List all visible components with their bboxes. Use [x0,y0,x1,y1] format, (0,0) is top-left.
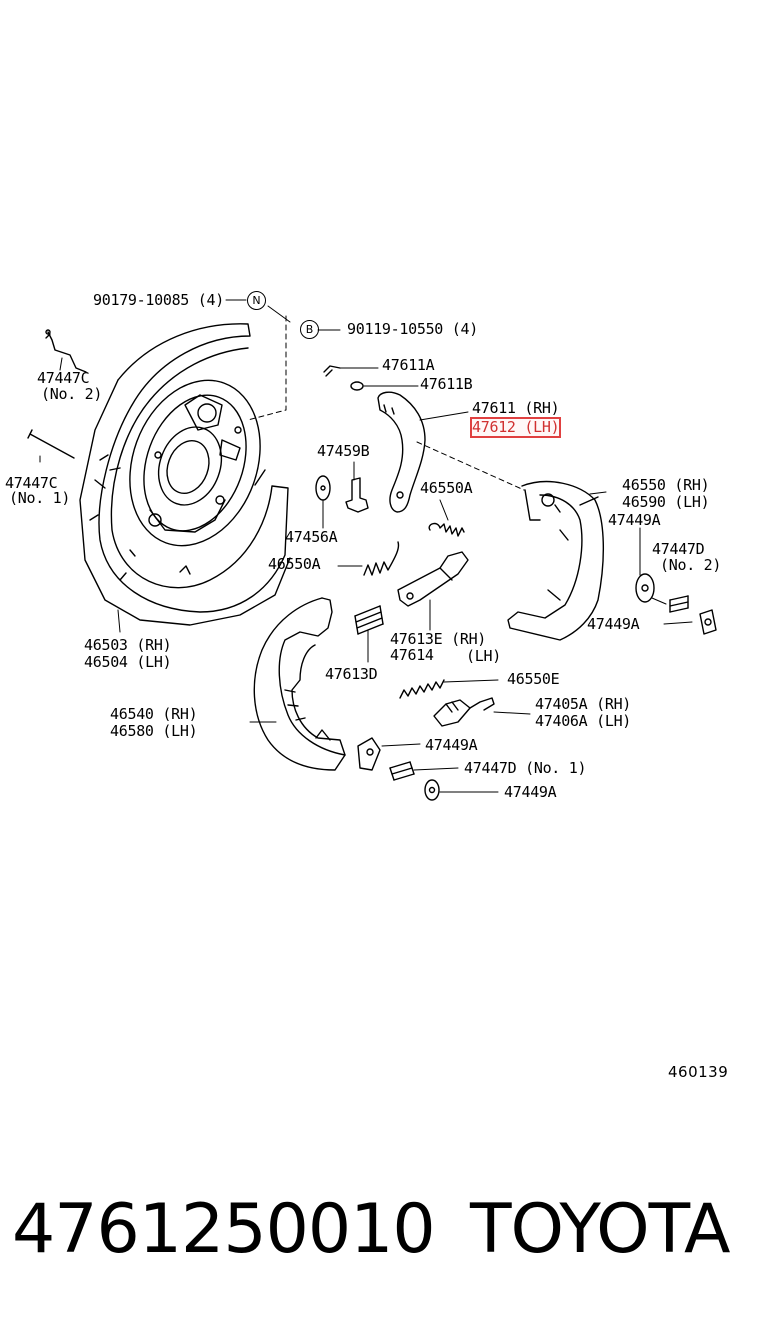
spring-47447d-no1-drawing [389,761,415,781]
retainer-47449a-lower2-drawing [424,779,440,801]
label-47456a: 47456A [285,528,338,546]
label-47611-rh: 47611 (RH) [472,399,560,417]
label-47613e-rh: 47613E (RH) [390,630,487,648]
clip-47447c-no2-drawing [45,329,87,373]
washer-47456a-drawing [315,475,331,501]
brake-shoe-46550-drawing [507,480,605,641]
retainer-47449a-right-drawing [699,609,717,635]
pin-47459b-drawing [345,477,369,513]
label-47613d: 47613D [325,665,378,683]
spring-47613d-drawing [354,605,384,635]
pin-47447c-no1-drawing [27,429,75,459]
label-47406a-lh: 47406A (LH) [535,712,632,730]
washer-47611b-drawing [350,381,364,391]
label-47449a-right: 47449A [587,615,640,633]
label-47459b: 47459B [317,442,370,460]
footer-brand: TOYOTA [470,1190,730,1269]
adjuster-47405a-drawing [433,697,495,727]
spring-46550a-upper-drawing [428,522,465,537]
marker-n-circle: N [247,291,266,310]
label-47611b: 47611B [420,375,473,393]
label-47611a: 47611A [382,356,435,374]
label-47447c-no2: 47447C [37,369,90,387]
label-90119-10550: 90119-10550 (4) [347,320,478,338]
label-47447c-no1: 47447C [5,474,58,492]
label-47612-lh-highlighted[interactable]: 47612 (LH) [469,417,562,438]
label-46550a-lower: 46550A [268,555,321,573]
backing-plate-drawing [79,323,291,626]
label-47614-lh: (LH) [466,647,501,665]
adjuster-spring-46550e-drawing [399,679,445,699]
strut-47613e-drawing [397,551,469,607]
label-90179-10085: 90179-10085 (4) [93,291,224,309]
label-47405a-rh: 47405A (RH) [535,695,632,713]
spring-46550a-lower-drawing [363,541,400,576]
diagram-reference-number: 460139 [668,1063,729,1081]
spring-47447d-no2-drawing [669,595,689,613]
c-washer-47611a-drawing [323,365,341,377]
label-47614: 47614 [390,646,434,664]
brake-shoe-46540-drawing [253,597,346,771]
parking-brake-lever-drawing [377,391,426,513]
leader-lines [39,299,693,793]
label-46504-lh: 46504 (LH) [84,653,172,671]
label-46590-lh: 46590 (LH) [622,493,710,511]
label-46540-rh: 46540 (RH) [110,705,198,723]
footer-part-number: 4761250010 [12,1190,436,1269]
label-47447d-no2-sub: (No. 2) [660,556,722,574]
label-47447d-no1: 47447D (No. 1) [464,759,587,777]
label-47449a-lower2: 47449A [504,783,557,801]
label-46503-rh: 46503 (RH) [84,636,172,654]
label-47449a-lower1: 47449A [425,736,478,754]
label-47447d-no2: 47447D [652,540,705,558]
retainer-47449a-lower1-drawing [357,737,381,771]
marker-b-circle: B [300,320,319,339]
label-47447c-no2-sub: (No. 2) [41,385,103,403]
label-47449a-upper: 47449A [608,511,661,529]
label-46550e: 46550E [507,670,560,688]
retainer-47449a-upper-drawing [635,573,655,603]
label-47447c-no1-sub: (No. 1) [9,489,71,507]
label-46580-lh: 46580 (LH) [110,722,198,740]
label-46550a-upper: 46550A [420,479,473,497]
label-46550-rh: 46550 (RH) [622,476,710,494]
